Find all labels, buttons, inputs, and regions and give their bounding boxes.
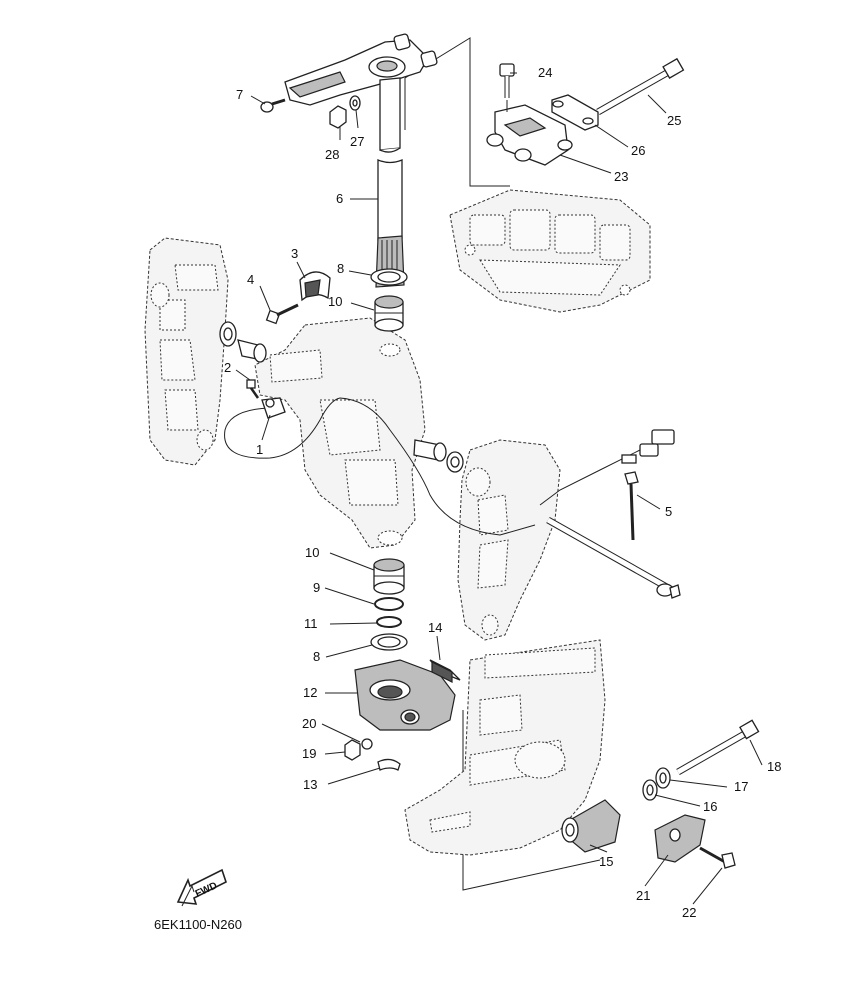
callout-27: 27 bbox=[350, 134, 364, 149]
part-10-bushing-lower bbox=[373, 558, 405, 595]
callout-24: 24 bbox=[538, 65, 552, 80]
right-clamp-bracket bbox=[457, 439, 561, 641]
callout-2: 2 bbox=[224, 360, 231, 375]
steering-shaft-upper bbox=[379, 77, 401, 153]
callout-5: 5 bbox=[665, 504, 672, 519]
callout-23: 23 bbox=[614, 169, 628, 184]
part-14-damper bbox=[429, 659, 461, 683]
part-3-clamp bbox=[299, 271, 331, 302]
part-24-bolt bbox=[499, 63, 515, 98]
callout-10a: 10 bbox=[328, 294, 342, 309]
part-6-shaft bbox=[375, 159, 405, 288]
part-16-washer bbox=[642, 779, 658, 801]
callout-3: 3 bbox=[291, 246, 298, 261]
callout-28: 28 bbox=[325, 147, 339, 162]
part-9-oring bbox=[374, 597, 404, 611]
callout-6: 6 bbox=[336, 191, 343, 206]
diagram-code: 6EK1100-N260 bbox=[154, 917, 242, 932]
part-15-mount-rubber bbox=[561, 799, 621, 853]
callout-10b: 10 bbox=[305, 545, 319, 560]
callout-20: 20 bbox=[302, 716, 316, 731]
part-13-clip bbox=[377, 758, 401, 771]
tilt-shaft-bolt bbox=[546, 516, 681, 599]
callout-1: 1 bbox=[256, 442, 263, 457]
part-23-upper-mount bbox=[486, 100, 573, 166]
part-5-tie-wrap bbox=[624, 471, 639, 541]
part-12-lower-mount bbox=[354, 659, 456, 731]
part-20-washer bbox=[361, 738, 373, 750]
callout-11: 11 bbox=[304, 616, 318, 631]
tilt-bushings bbox=[219, 321, 464, 473]
lower-casing bbox=[404, 639, 606, 856]
callout-labels: 7 27 28 6 8 10 3 4 2 1 5 24 25 26 23 10 … bbox=[224, 65, 781, 920]
callout-21: 21 bbox=[636, 888, 650, 903]
part-21-cover bbox=[654, 814, 706, 863]
swivel-bracket bbox=[254, 317, 426, 549]
part-27-washer bbox=[349, 95, 361, 111]
fwd-arrow-icon: FWD bbox=[176, 868, 227, 907]
wire-connector bbox=[539, 429, 675, 506]
part-4-screw bbox=[265, 303, 299, 325]
callout-7: 7 bbox=[236, 87, 243, 102]
part-11-ring bbox=[376, 616, 402, 628]
reference-lines bbox=[404, 37, 601, 891]
part-22-bolt bbox=[699, 846, 736, 869]
callout-9: 9 bbox=[313, 580, 320, 595]
part-2-screw bbox=[246, 379, 260, 399]
steering-arm bbox=[284, 33, 438, 106]
callout-4: 4 bbox=[247, 272, 254, 287]
callout-17: 17 bbox=[734, 779, 748, 794]
callout-19: 19 bbox=[302, 746, 316, 761]
callout-14: 14 bbox=[428, 620, 442, 635]
upper-mount-ghost bbox=[449, 189, 651, 313]
part-1-lead-wire bbox=[224, 397, 536, 536]
callout-26: 26 bbox=[631, 143, 645, 158]
part-19-nut bbox=[344, 739, 361, 761]
callout-25: 25 bbox=[667, 113, 681, 128]
part-7-screw bbox=[260, 98, 286, 113]
leader-lines bbox=[235, 72, 763, 905]
part-8-washer-upper bbox=[370, 268, 408, 286]
callout-12: 12 bbox=[303, 685, 317, 700]
callout-15: 15 bbox=[599, 854, 613, 869]
callout-18: 18 bbox=[767, 759, 781, 774]
part-18-bolt bbox=[676, 719, 760, 776]
callout-8a: 8 bbox=[337, 261, 344, 276]
part-26-plate bbox=[551, 94, 599, 131]
part-10-bushing-upper bbox=[374, 295, 404, 332]
callout-13: 13 bbox=[303, 777, 317, 792]
part-8-washer-lower bbox=[370, 633, 408, 651]
callout-8b: 8 bbox=[313, 649, 320, 664]
left-clamp-bracket bbox=[144, 237, 229, 466]
part-28-nut bbox=[329, 105, 347, 129]
part-17-washer bbox=[655, 767, 671, 789]
callout-22: 22 bbox=[682, 905, 696, 920]
part-25-bolt bbox=[596, 57, 685, 116]
callout-16: 16 bbox=[703, 799, 717, 814]
